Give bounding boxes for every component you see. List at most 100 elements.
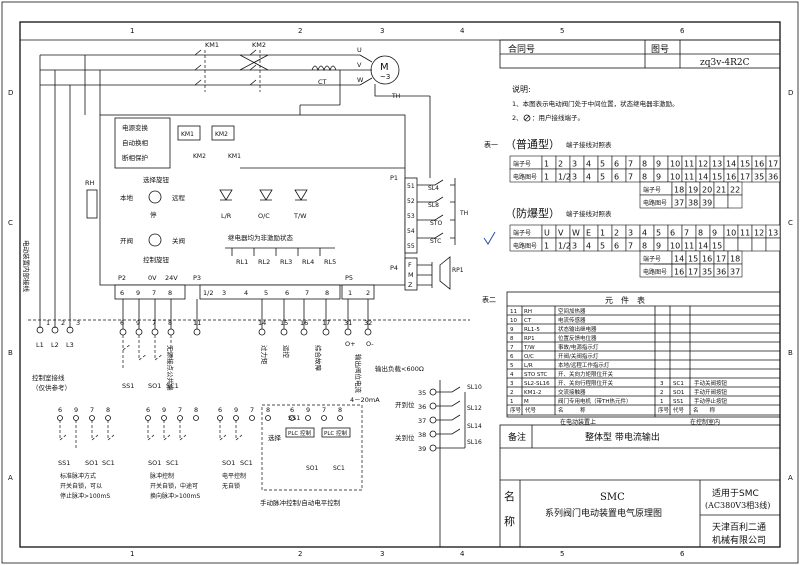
- grid-row-label: 电路图号: [643, 268, 667, 276]
- grid-cell: 1: [544, 242, 549, 251]
- ex3-line1: 电平控制: [222, 472, 246, 480]
- grid-cell: 15: [712, 173, 722, 182]
- coil-km1: KM1: [181, 131, 194, 138]
- row-label: C: [8, 219, 13, 227]
- sl-39: 39: [418, 445, 426, 453]
- grid-cell: 9: [712, 229, 717, 238]
- pin-number: 6: [285, 289, 289, 297]
- led-tw: T/W: [293, 212, 307, 220]
- led-oc: O/C: [258, 212, 270, 220]
- grid-row-label: 电路图号: [513, 242, 537, 250]
- note-1: 1、本图表示电动阀门处于中间位置，状态继电器非激励。: [512, 99, 679, 108]
- comp-head: 代号: [673, 406, 685, 414]
- grid-cell: 1/2: [558, 242, 571, 251]
- grid-cell: 16: [726, 173, 736, 182]
- col-label: 4: [460, 27, 465, 35]
- company-2: 机械有限公司: [712, 534, 766, 546]
- ctrl-room-label-2: （仅供参考）: [32, 383, 71, 392]
- sw-sl8: SL8: [428, 202, 439, 209]
- grid-cell: 3: [572, 160, 577, 169]
- grid-row-label: 端子号: [643, 255, 661, 263]
- pin-number: M: [408, 271, 414, 279]
- comp-foot-left: 在电动装置上: [560, 418, 596, 426]
- t6-1: 6: [120, 319, 124, 327]
- module-phase-protect: 断相保护: [122, 153, 148, 162]
- col-label: 5: [560, 27, 564, 35]
- grid-cell: 36: [716, 268, 726, 277]
- motor-sub: ~3: [380, 73, 390, 81]
- open-pos-label: 开到位: [395, 400, 415, 409]
- contract-label: 合同号: [508, 43, 535, 55]
- sl-38: 38: [418, 431, 426, 439]
- row-label: B: [8, 349, 13, 357]
- ex4-so1: SO1: [306, 465, 319, 472]
- row-label: A: [8, 474, 13, 482]
- grid-cell: 10: [670, 242, 680, 251]
- potentiometer-icon: [439, 256, 451, 290]
- grid-cell: 16: [702, 255, 712, 264]
- ex1-so1: SO1: [85, 459, 98, 467]
- grid-cell: 14: [726, 160, 736, 169]
- grid-cell: 15: [712, 242, 722, 251]
- table1-std-sub: 端子接线对照表: [566, 140, 612, 149]
- pin-number: 9: [136, 289, 140, 297]
- control-open: 开阀: [120, 236, 133, 245]
- control-knob: [148, 233, 162, 247]
- ex1-line1: 标准脉冲方式: [60, 472, 96, 480]
- motor-label: M: [380, 62, 389, 73]
- ex4-select: 选择: [268, 433, 282, 442]
- grid-cell: 14: [674, 255, 684, 264]
- line-l2: L2: [51, 341, 59, 349]
- motor-symbol: [370, 55, 400, 85]
- grid-cell: 37: [730, 268, 740, 277]
- grid-cell: 5: [600, 173, 605, 182]
- lab-running: 运控: [282, 345, 291, 359]
- control-module: 电源变换 自动换相 断相保护 KM1 KM2 KM2 KM1 选择旋钮 本地 远…: [85, 114, 468, 300]
- load-label: 输出负载<600Ω: [375, 364, 424, 373]
- col-label: 3: [380, 27, 384, 35]
- comp-name: 阀门专用电机（带TH热元件）: [558, 397, 632, 405]
- ct-coil: [311, 65, 337, 72]
- grid-cell: 6: [670, 229, 675, 238]
- side-mark-1: 名: [504, 489, 515, 503]
- grid-cell: 14: [698, 242, 708, 251]
- module-power: 电源变换: [122, 123, 149, 132]
- grid-cell: 37: [674, 199, 684, 208]
- comp-head: 名 称: [558, 406, 586, 414]
- relay-rl2: RL2: [258, 258, 270, 266]
- grid-cell: 10: [670, 173, 680, 182]
- grid-cell: 6: [614, 242, 619, 251]
- btn-sc1: SC1: [166, 382, 179, 390]
- grid-cell: 9: [656, 173, 661, 182]
- check-mark-icon: [483, 231, 496, 245]
- grid-cell: 5: [656, 229, 661, 238]
- grid-cell: 11: [740, 229, 750, 238]
- term-2: 2: [61, 319, 65, 327]
- title-main: 系列阀门电动装置电气原理图: [545, 507, 662, 519]
- note-2: ：用户接线端子。: [532, 113, 584, 122]
- interlock-km1: KM1: [228, 153, 241, 160]
- grid-cell: 2: [614, 229, 619, 238]
- grid-cell: 15: [688, 255, 698, 264]
- grid-cell: 38: [688, 199, 698, 208]
- row-label: A: [788, 474, 793, 482]
- ex3-so1: SO1: [222, 459, 235, 467]
- pin-number: 3: [222, 289, 226, 297]
- row-label: D: [8, 89, 13, 97]
- selector-local: 本地: [120, 193, 134, 202]
- grid-cell: 8: [642, 160, 647, 169]
- pin-number: 51: [407, 183, 415, 190]
- comp-no: 6: [510, 354, 514, 360]
- grid-cell: 3: [628, 229, 633, 238]
- comp-head: 序号: [510, 406, 522, 414]
- control-close: 关阀: [172, 236, 185, 245]
- comp-name: 状态输出继电器: [558, 325, 597, 333]
- ex2-line1: 脉冲控制: [150, 472, 174, 480]
- col-label: 2: [298, 550, 302, 558]
- comp-no: 7: [510, 345, 514, 351]
- grid-cell: 7: [628, 160, 633, 169]
- grid-cell: 3: [572, 173, 577, 182]
